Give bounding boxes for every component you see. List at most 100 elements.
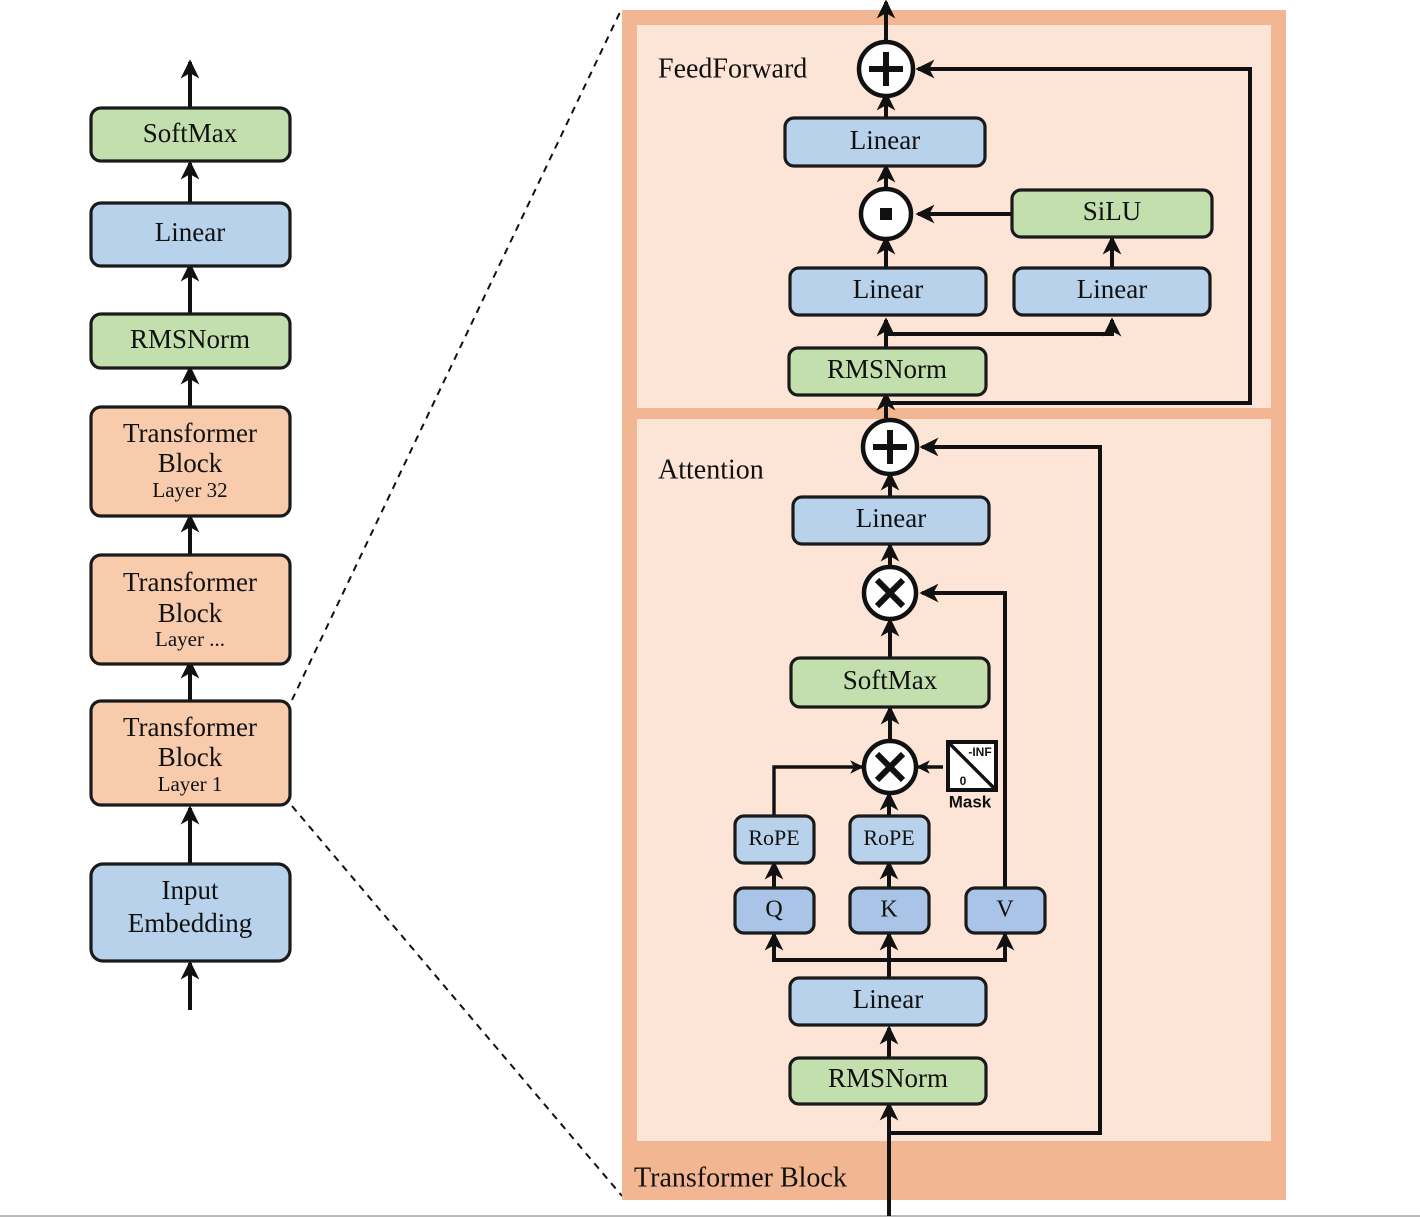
block-32-label-line1: Transformer [123,418,257,448]
sidebar-node-rmsnorm-final[interactable]: RMSNorm [89,312,292,370]
attention-group-label: Attention [658,454,764,485]
attn-node-rope-k[interactable]: RoPE [848,814,931,865]
mask-lower-value: 0 [960,774,967,788]
proj-k-label: K [880,897,898,923]
block-1-box [89,699,292,807]
rope-k-label: RoPE [863,825,914,850]
stack-block-second-lines: Block Block Block [158,448,223,772]
attn-linear-qkv-label: Linear [853,984,923,1014]
attn-node-softmax[interactable]: SoftMax [789,656,991,709]
transformer-block-detail-panel: FeedForward Attention Transformer Block [622,0,1286,1216]
rope-q-box [733,814,816,865]
mask-upper-value: -INF [968,745,991,759]
softmax-top-label: SoftMax [143,118,238,148]
block-mid-sublabel: Layer ... [155,627,225,651]
sidebar-node-block-mid[interactable]: Transformer Layer ... [89,553,292,666]
mask-label: Mask [949,792,992,811]
ff-linear-out-box [783,116,987,168]
dash-connector-bottom [291,805,623,1197]
ff-node-linear-gate[interactable]: Linear [788,266,988,317]
ff-multiply-operator[interactable] [858,186,914,242]
ff-node-linear-up[interactable]: Linear [1012,266,1212,317]
ff-node-silu[interactable]: SiLU [1010,188,1214,239]
mask-icon-diagonal [948,742,996,790]
attn-linear-out-label: Linear [856,503,926,533]
block-mid-label-line1: Transformer [123,567,257,597]
attn-rmsnorm-label: RMSNorm [828,1063,948,1093]
block-32-box [89,405,292,518]
attn-node-q[interactable]: Q [733,886,816,935]
block-1-label-line2: Block [158,742,223,772]
block-mid-label-line2: Block [158,598,223,628]
attn-rmsnorm-box [788,1056,988,1106]
linear-head-label: Linear [155,217,225,247]
ff-rmsnorm-box [787,346,988,397]
block-mid-box [89,553,292,666]
attn-node-linear-qkv[interactable]: Linear [788,976,988,1027]
ff-linear-gate-box [788,266,988,317]
attn-linear-out-box [791,495,991,546]
block-1-sublabel: Layer 1 [158,772,223,796]
sidebar-node-input-embedding[interactable]: Input Embedding [89,862,292,963]
arrow-linearqkv-to-q [764,931,889,962]
times-icon-b [874,577,906,609]
ff-add-operator[interactable] [856,39,916,99]
ff-linear-gate-label: Linear [853,274,923,304]
wire-attn-residual-skip [889,437,1102,1135]
input-embed-box [89,862,292,963]
ff-rmsnorm-label: RMSNorm [827,354,947,384]
ff-node-rmsnorm[interactable]: RMSNorm [787,346,988,397]
proj-q-label: Q [765,897,782,923]
attn-add-operator[interactable] [860,417,920,477]
attention-wires [764,437,1102,1216]
proj-v-box [964,886,1047,935]
rope-q-label: RoPE [748,825,799,850]
attn-softmax-label: SoftMax [843,665,938,695]
feedforward-wires [876,0,1252,418]
arrow-linearqkv-to-v [889,931,1015,962]
attn-node-linear-out[interactable]: Linear [791,495,991,546]
sidebar-node-softmax-top[interactable]: SoftMax [89,106,292,163]
sidebar-node-linear-head[interactable]: Linear [89,201,292,268]
dot-icon [880,208,892,220]
proj-k-box [848,886,931,935]
sidebar-node-block-32[interactable]: Transformer Layer 32 [89,405,292,518]
ff-linear-out-label: Linear [850,125,920,155]
ff-linear-up-label: Linear [1077,274,1147,304]
input-embed-label-line2: Embedding [128,908,252,938]
ff-linear-up-box [1012,266,1212,317]
attn-node-v[interactable]: V [964,886,1047,935]
proj-q-box [733,886,816,935]
sidebar-node-block-1[interactable]: Transformer Layer 1 [89,699,292,807]
attn-softmax-box [789,656,991,709]
rmsnorm-final-label: RMSNorm [130,324,250,354]
wire-ff-residual-skip [886,59,1252,405]
dash-connector-top [291,7,623,701]
transformer-block-outer-label: Transformer Block [634,1162,847,1193]
rmsnorm-final-box [89,312,292,370]
attn-linear-qkv-box [788,976,988,1027]
attn-matmul-qk-operator[interactable] [861,738,919,796]
model-stack: SoftMax Linear RMSNorm Transformer Layer… [89,59,292,1010]
times-icon-b [874,751,906,783]
attn-node-rope-q[interactable]: RoPE [733,814,816,865]
zoom-connector-lines [291,7,623,1197]
linear-head-box [89,201,292,268]
softmax-top-box [89,106,292,163]
feedforward-group-label: FeedForward [658,53,807,84]
block-1-label-line1: Transformer [123,712,257,742]
attn-node-rmsnorm[interactable]: RMSNorm [788,1056,988,1106]
ff-node-linear-out[interactable]: Linear [783,116,987,168]
block-32-label-line2: Block [158,448,223,478]
wire-v-to-matmulav [919,583,1007,888]
ff-silu-box [1010,188,1214,239]
block-32-sublabel: Layer 32 [152,478,227,502]
mask-icon[interactable]: 0 -INF Mask [946,740,998,811]
attn-matmul-av-operator[interactable] [861,564,919,622]
proj-v-label: V [996,897,1014,923]
attn-node-k[interactable]: K [848,886,931,935]
rope-k-box [848,814,931,865]
input-embed-label-line1: Input [162,875,219,905]
